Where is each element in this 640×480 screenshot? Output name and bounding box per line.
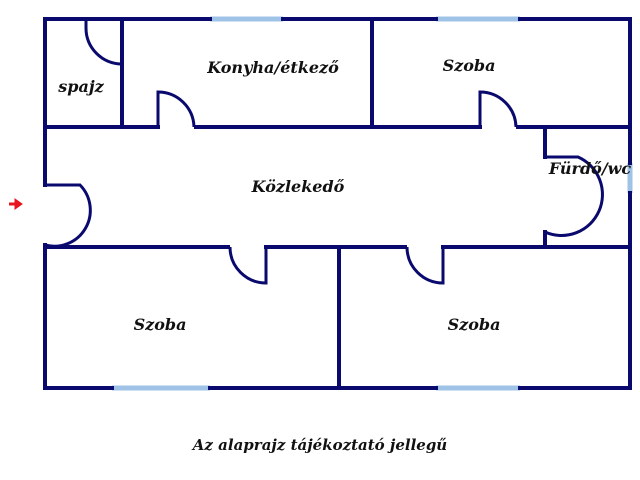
wall-outer-right-bottom xyxy=(518,191,632,390)
room-label-pantry: spajz xyxy=(57,77,104,96)
interior-walls xyxy=(43,17,632,390)
room-label-bathroom: Fürdő/wc xyxy=(548,159,632,178)
room-label-room-bottom-right: Szoba xyxy=(448,315,501,334)
plan-caption: Az alaprajz tájékoztató jellegű xyxy=(192,436,448,454)
wall-outer-left-top xyxy=(43,17,212,187)
outer-walls xyxy=(43,17,632,390)
door-top-right-room xyxy=(478,90,518,128)
door-kitchen xyxy=(156,90,196,128)
door-entrance xyxy=(44,183,92,248)
room-label-hallway: Közlekedő xyxy=(251,177,345,196)
door-bottom-right-room xyxy=(405,246,445,285)
arrow-right-icon xyxy=(9,198,23,210)
room-label-room-top-right: Szoba xyxy=(443,56,496,75)
room-label-kitchen: Konyha/étkező xyxy=(206,58,339,77)
wall-outer-top-right xyxy=(518,17,632,165)
door-bottom-left-room xyxy=(228,246,268,285)
room-label-room-bottom-left: Szoba xyxy=(134,315,187,334)
door-pantry xyxy=(84,19,123,66)
wall-outer-left-bottom xyxy=(43,243,114,390)
door-bathroom xyxy=(544,155,604,237)
windows xyxy=(112,16,633,391)
doors xyxy=(44,19,604,285)
